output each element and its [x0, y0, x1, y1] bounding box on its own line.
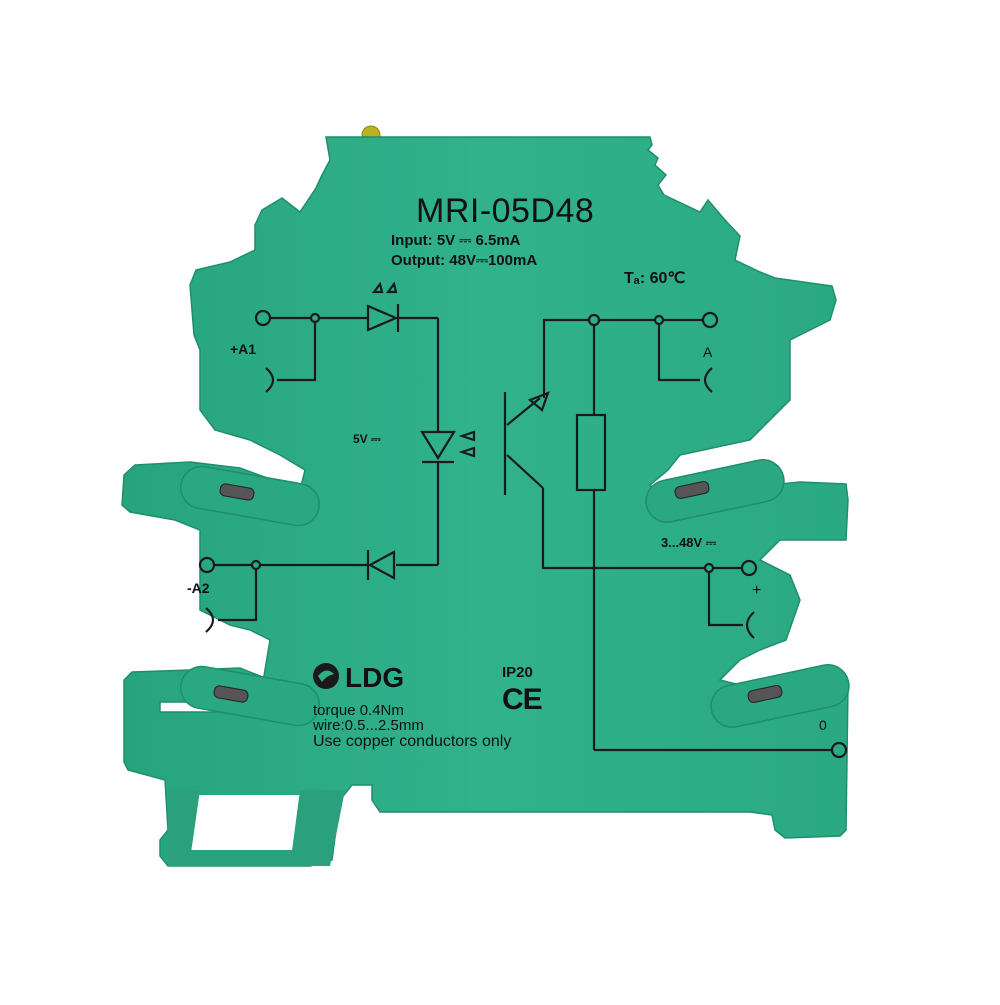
terminal-label-zero: 0: [819, 717, 827, 733]
output-spec: Output: 48V⎓100mA: [391, 252, 538, 269]
output-supply-label: 3...48V ⎓: [661, 535, 717, 550]
ambient-temp: Tₐ: 60℃: [624, 270, 686, 287]
torque-spec: torque 0.4Nm: [313, 702, 404, 719]
conductor-note: Use copper conductors only: [313, 733, 512, 750]
model-number: MRI-05D48: [416, 192, 595, 230]
terminal-label-a: A: [703, 344, 713, 360]
terminal-label-a1: +A1: [230, 341, 257, 357]
ldg-swirl-logo-icon: [313, 663, 339, 689]
wire-spec: wire:0.5...2.5mm: [313, 717, 424, 734]
ce-mark: CE: [502, 683, 543, 716]
input-voltage-label: 5V ⎓: [353, 432, 381, 446]
brand-name: LDG: [345, 662, 405, 693]
din-clip-frame: [168, 790, 200, 860]
terminal-screws: [213, 481, 783, 703]
terminal-label-a2: -A2: [187, 580, 210, 596]
ip-rating: IP20: [502, 664, 533, 681]
terminal-label-plus: +: [752, 582, 762, 599]
circuit-schematic: [198, 281, 848, 759]
input-spec: Input: 5V ⎓ 6.5mA: [391, 232, 521, 249]
